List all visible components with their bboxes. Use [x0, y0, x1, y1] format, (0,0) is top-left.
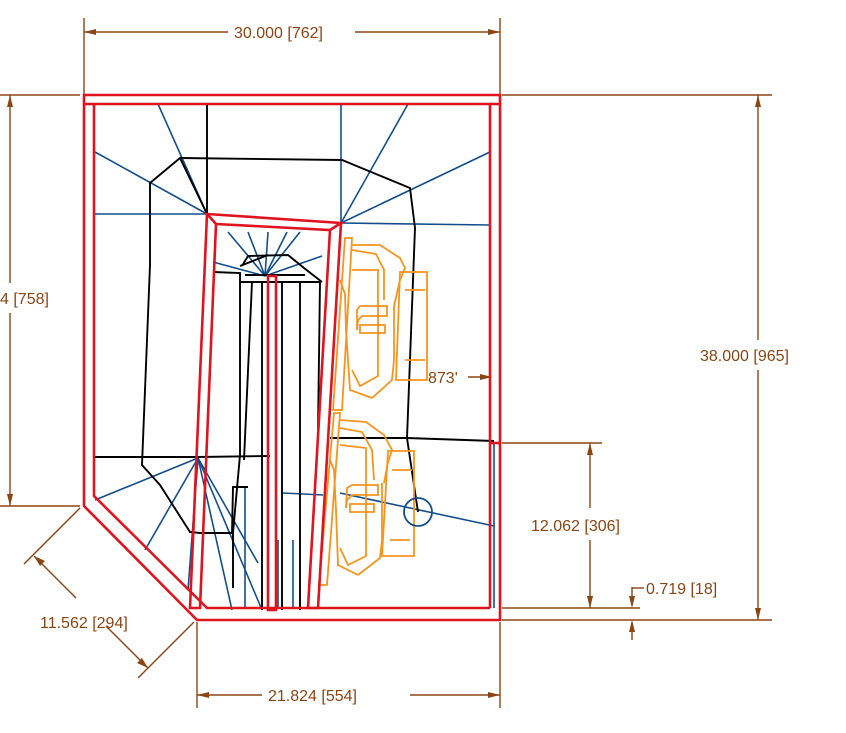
hull-lines	[95, 104, 495, 610]
chamfer-dimension: 11.562 [294]	[40, 615, 128, 632]
engine-outline	[318, 237, 428, 586]
right-height-dimension: 38.000 [965]	[700, 348, 789, 365]
mid-height-dimension: 12.062 [306]	[531, 518, 620, 535]
dimension-lines	[0, 18, 772, 708]
outer-walls	[82, 93, 502, 622]
bottom-width-dimension: 21.824 [554]	[268, 688, 357, 705]
left-height-dimension: 4 [758]	[0, 291, 49, 308]
offset-dimension: 0.719 [18]	[646, 581, 717, 598]
angle-dimension: 873'	[428, 370, 458, 387]
marker-circle	[403, 497, 433, 527]
dimension-labels: 30.000 [762] 4 [758] 38.000 [965] 873' 1…	[0, 25, 789, 705]
top-width-dimension: 30.000 [762]	[234, 25, 323, 42]
